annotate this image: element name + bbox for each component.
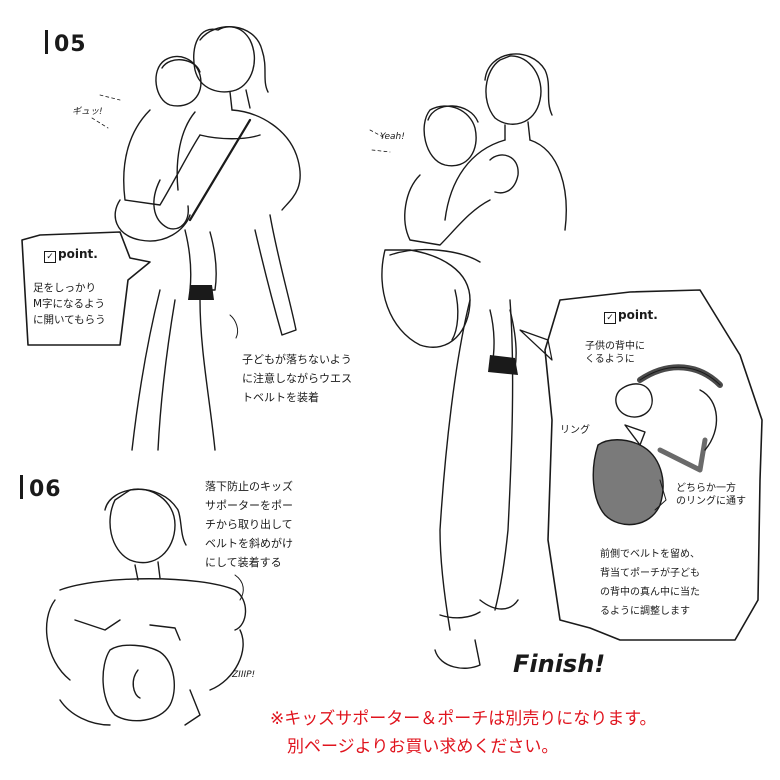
check-icon: ✓ — [604, 312, 616, 324]
woman-illustration-finish — [434, 53, 567, 669]
sfx-yeah: Yeah! — [380, 132, 405, 142]
woman-illustration-06 — [45, 488, 247, 726]
sfx-gyu: ギュッ! — [72, 107, 103, 117]
annot-thread: どちらか一方 のリングに通す — [676, 483, 746, 507]
waist-pouch-finish — [381, 249, 471, 348]
point-right-text: 前側でベルトを留め、 背当てポーチが子ども の背中の真ん中に当た るように調整し… — [600, 549, 700, 617]
point-left-heading: ✓point. — [44, 247, 98, 263]
step-05-label: 05 — [45, 30, 87, 57]
step-05-caption: 子どもが落ちないよう に注意しながらウエス トベルトを装着 — [242, 353, 352, 404]
kids-supporter-detail — [592, 364, 723, 526]
annot-back: 子供の背中に くるように — [585, 341, 645, 365]
sfx-zip: ZIIIP! — [232, 670, 256, 680]
step-06-caption: 落下防止のキッズ サポーターをポー チから取り出して ベルトを斜めがけ にして装… — [205, 480, 293, 569]
finish-label: Finish! — [513, 650, 606, 678]
step-06-label: 06 — [20, 475, 62, 502]
point-bubble-left — [21, 231, 151, 346]
check-icon: ✓ — [44, 251, 56, 263]
annot-ring: リング — [560, 425, 590, 436]
point-panel-right — [544, 289, 763, 641]
woman-illustration-05 — [131, 26, 301, 451]
point-left-text: 足をしっかり M字になるよう に開いてもらう — [33, 282, 106, 326]
point-right-heading: ✓point. — [604, 308, 658, 324]
child-illustration-finish — [404, 105, 519, 375]
child-illustration-05 — [114, 55, 261, 300]
notice-text: ※キッズサポーター＆ポーチは別売りになります。 別ページよりお買い求めください。 — [270, 709, 657, 757]
